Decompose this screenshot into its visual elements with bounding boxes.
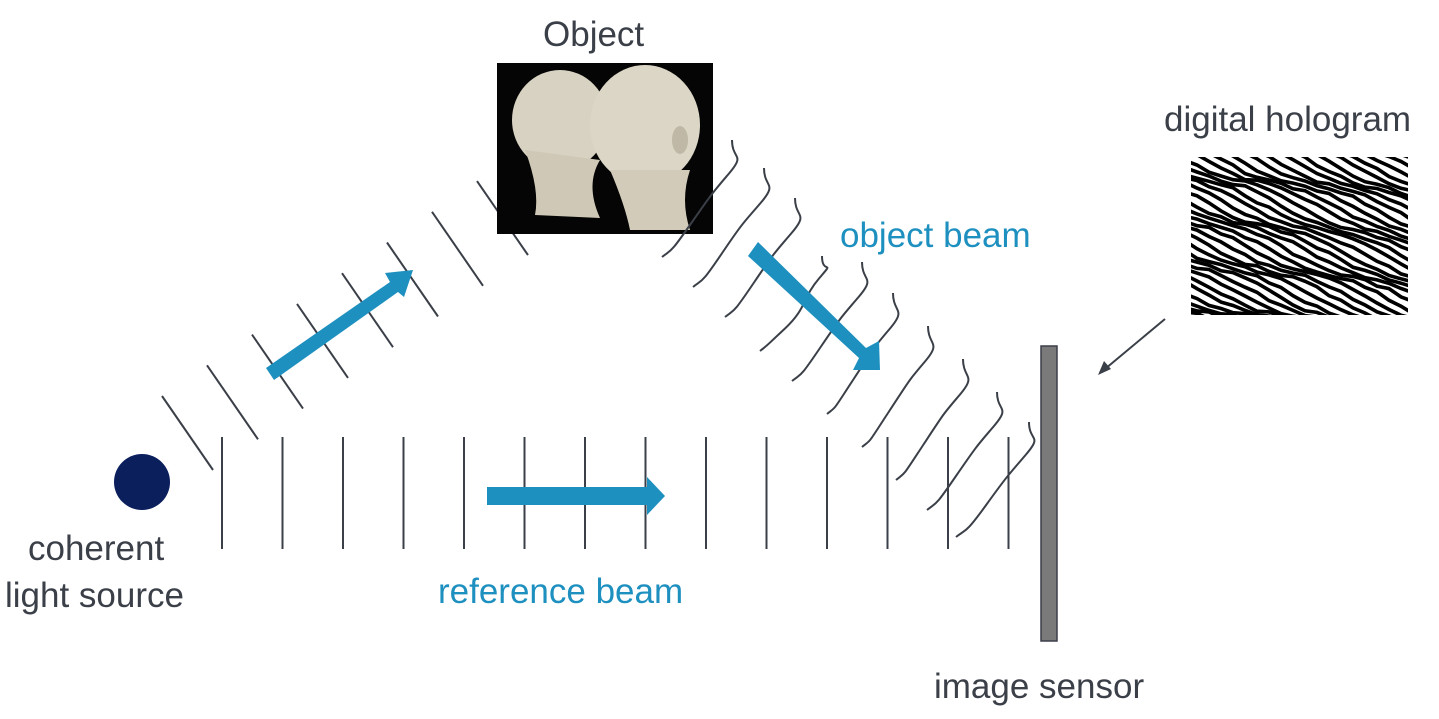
object-wavefront-curve <box>661 139 739 258</box>
hologram-fringe <box>1191 233 1373 315</box>
hologram-fringe <box>1185 375 1413 469</box>
object-wavefront-curve <box>926 391 1004 511</box>
reference-beam-arrow <box>487 477 665 515</box>
hologram-fringe <box>1300 157 1408 202</box>
object-wavefront-curve <box>895 358 970 481</box>
object-wavefront-curve <box>861 325 935 448</box>
incident-wavefront-line <box>161 395 214 471</box>
hologram-fringe <box>1185 382 1413 479</box>
hologram-fringe <box>1191 294 1256 315</box>
hologram-fringe <box>1191 242 1360 315</box>
image-sensor-bar <box>1040 345 1058 642</box>
digital-hologram-label: digital hologram <box>1164 100 1412 139</box>
light-source-label-line2: light source <box>5 576 184 615</box>
hologram-fringe <box>1317 157 1408 198</box>
hologram-fringe <box>1191 201 1408 293</box>
hologram-fringe <box>1197 157 1408 245</box>
hologram-fringe <box>1335 157 1408 192</box>
hologram-fringe <box>1185 354 1413 451</box>
hologram-fringe <box>1191 258 1329 315</box>
hologram-fringe <box>1212 157 1408 241</box>
hologram-fringe <box>1284 157 1408 210</box>
hologram-fringe <box>1185 347 1413 446</box>
incident-wavefront-line <box>206 364 259 440</box>
hologram-fringe <box>1191 221 1408 315</box>
object-wavefront-curve <box>724 197 802 318</box>
hologram-fringe <box>1185 2 1413 102</box>
hologram-fringe <box>1185 395 1413 495</box>
hologram-fringe <box>1249 157 1408 228</box>
hologram-fringe <box>1185 359 1413 458</box>
hologram-fringe <box>1191 167 1408 262</box>
hologram-fringe <box>1191 192 1408 288</box>
incident-wavefront-line <box>386 241 439 318</box>
hologram-fringe <box>1191 264 1315 315</box>
hologram-fringe <box>1185 9 1413 106</box>
incident-wavefront-line <box>431 211 484 287</box>
hologram-fringe <box>1191 302 1238 315</box>
hologram-fringe <box>1191 310 1205 315</box>
hologram-fringe <box>1191 269 1297 315</box>
digital-hologram-image <box>1185 0 1413 500</box>
hologram-fringe <box>1349 157 1408 186</box>
hologram-fringe <box>1191 252 1341 315</box>
reference-beam-label: reference beam <box>438 572 684 611</box>
hologram-fringe <box>1366 157 1408 178</box>
image-sensor-label: image sensor <box>934 667 1145 706</box>
hologram-fringe <box>1265 157 1408 220</box>
hologram-fringe <box>1191 209 1408 302</box>
hologram-fringe <box>1185 365 1413 462</box>
light-source-dot <box>114 454 170 510</box>
object-wavefront-curve <box>692 167 771 288</box>
object-beam-arrow <box>748 242 880 370</box>
hologram-fringe <box>1191 226 1392 315</box>
hologram-fringe <box>1191 283 1271 315</box>
hologram-fringe <box>1185 317 1413 414</box>
hologram-fringe <box>1185 0 1413 97</box>
hologram-fringe <box>1191 276 1283 315</box>
hologram-fringe <box>1191 307 1221 315</box>
object-wavefront-curve <box>791 261 869 382</box>
hologram-fringe <box>1185 333 1413 427</box>
hologram-fringe <box>1191 177 1408 278</box>
object-image <box>497 63 713 234</box>
hologram-fringe <box>1191 183 1408 283</box>
object-label: Object <box>543 15 645 54</box>
hologram-fringe <box>1185 0 1413 87</box>
object-wavefront-curve <box>955 421 1036 538</box>
hologram-fringe <box>1185 16 1413 111</box>
object-beam-label: object beam <box>840 216 1031 255</box>
hologram-fringe <box>1185 389 1413 486</box>
hologram-fringe <box>1185 401 1413 500</box>
hologram-fringe <box>1191 174 1408 270</box>
incident-beam-arrow <box>266 270 413 380</box>
hologram-fringe <box>1191 160 1408 252</box>
light-source-label-line1: coherent <box>28 529 165 568</box>
hologram-fringe <box>1185 340 1413 436</box>
hologram-fringe <box>1185 324 1413 418</box>
hologram-fringe <box>1191 215 1408 313</box>
pointer-arrow <box>1098 318 1166 375</box>
hologram-fringe <box>1231 157 1408 235</box>
